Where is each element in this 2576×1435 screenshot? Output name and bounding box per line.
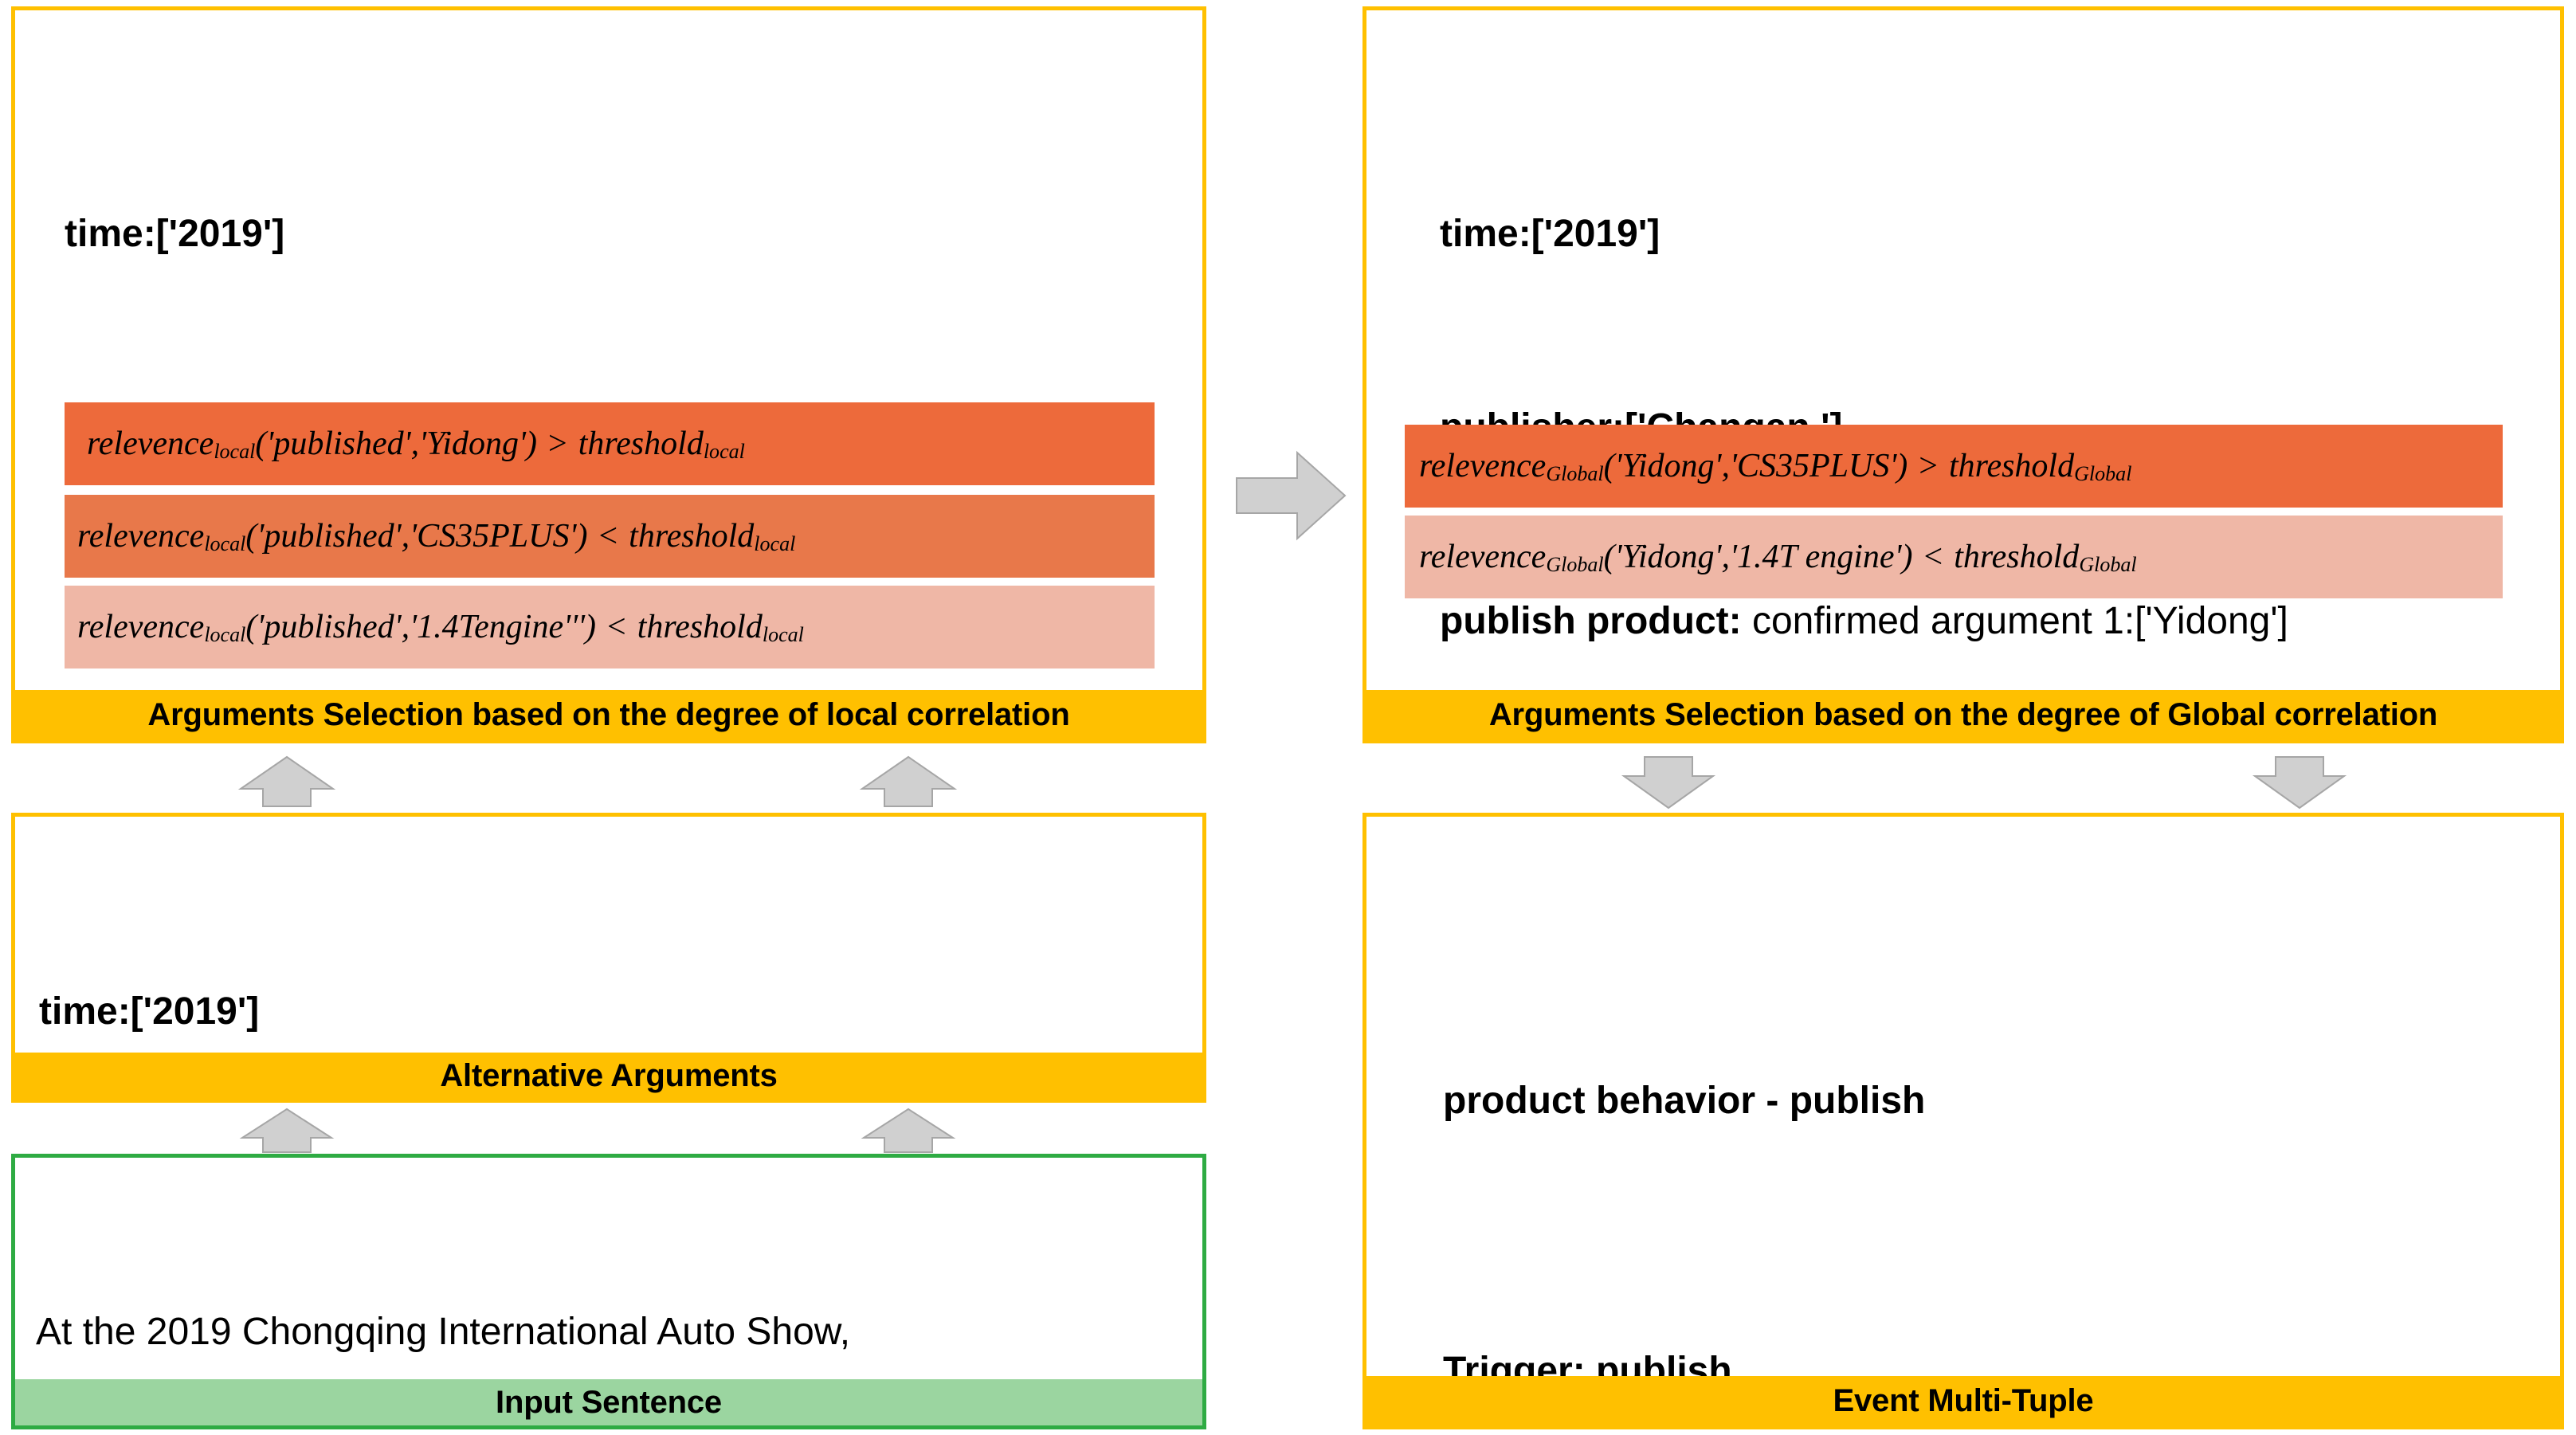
local-formula-1-op: > <box>548 425 567 462</box>
global-formula-2-args: ('Yidong','1.4T engine') <box>1603 539 1913 575</box>
input-sentence-panel: At the 2019 Chongqing International Auto… <box>11 1154 1206 1429</box>
global-formula-1-fn: relevence <box>1419 448 1547 484</box>
alternative-arguments-panel: time:['2019'] publisher:['"Changan '] pu… <box>11 813 1206 1103</box>
global-formula-2-fn: relevence <box>1419 539 1547 575</box>
input-sentence-line-1: At the 2019 Chongqing International Auto… <box>36 1311 851 1353</box>
arrow-alt-to-local-left <box>237 755 336 808</box>
input-panel-text: At the 2019 Chongqing International Auto… <box>36 1177 947 1379</box>
event-line-1: product behavior - publish <box>1443 1056 2312 1146</box>
up-arrow-icon <box>237 755 336 807</box>
event-panel-caption: Event Multi-Tuple <box>1366 1376 2560 1425</box>
arrow-alt-to-local-right <box>859 755 958 808</box>
global-line-3-rest: confirmed argument 1:['Yidong'] <box>1741 600 2288 642</box>
local-text-line-1: time:['2019'] <box>65 202 913 266</box>
global-formula-2-op: < <box>1923 539 1943 575</box>
local-formula-1-fn: relevence <box>87 425 214 462</box>
local-line-1-bold: time:['2019'] <box>65 213 285 255</box>
alt-text-line-1: time:['2019'] <box>39 990 260 1033</box>
local-formula-2-rhs-sub: local <box>754 531 796 555</box>
local-formula-3-rhs: threshold <box>637 609 763 645</box>
local-panel-body: time:['2019'] publisher:['Changan '] pub… <box>15 10 1202 690</box>
alternative-panel-text: time:['2019'] publisher:['"Changan '] pu… <box>39 850 999 1053</box>
down-arrow-icon <box>2252 756 2347 810</box>
local-formula-3-fn: relevence <box>77 609 205 645</box>
global-panel-caption: Arguments Selection based on the degree … <box>1366 690 2560 739</box>
input-panel-body: At the 2019 Chongqing International Auto… <box>15 1158 1202 1379</box>
local-formula-1-args: ('published','Yidong') <box>255 425 538 462</box>
up-arrow-icon <box>859 755 958 807</box>
global-formula-1-args: ('Yidong','CS35PLUS') <box>1603 448 1908 484</box>
global-formula-1-fn-sub: Global <box>1546 461 1604 485</box>
arrow-input-to-alt-right <box>859 1108 958 1154</box>
down-arrow-icon <box>1621 756 1716 810</box>
local-formula-2-op: < <box>598 518 618 555</box>
global-panel-body: time:['2019'] publisher:['Changan '] pub… <box>1366 10 2560 690</box>
local-formula-3-op: < <box>607 609 626 645</box>
global-formula-1-rhs: threshold <box>1948 448 2075 484</box>
global-formula-2-rhs: threshold <box>1954 539 2080 575</box>
event-line-2-text: Trigger: publish <box>1443 1350 1732 1376</box>
global-formula-1-op: > <box>1919 448 1938 484</box>
arrow-local-to-global <box>1235 448 1347 543</box>
local-formula-2-fn: relevence <box>77 518 205 555</box>
global-text-line-1: time:['2019'] <box>1440 202 2288 266</box>
local-formula-3-fn-sub: local <box>204 622 246 646</box>
local-formula-2-fn-sub: local <box>204 531 246 555</box>
event-panel-text: product behavior - publish Trigger: publ… <box>1443 876 2312 1376</box>
right-arrow-icon <box>1236 450 1347 541</box>
event-line-1-text: product behavior - publish <box>1443 1080 1926 1122</box>
event-multi-tuple-panel: product behavior - publish Trigger: publ… <box>1362 813 2564 1429</box>
arrow-global-to-event-left <box>1619 755 1718 810</box>
up-arrow-icon <box>861 1108 956 1153</box>
global-formula-2-rhs-sub: Global <box>2079 552 2137 576</box>
arrow-input-to-alt-left <box>237 1108 336 1158</box>
local-formula-2-args: ('published','CS35PLUS') <box>245 518 588 555</box>
local-formula-1-rhs: threshold <box>578 425 704 462</box>
local-formula-3-rhs-sub: local <box>762 622 804 646</box>
arrow-global-to-event-right <box>2250 755 2349 810</box>
global-text-line-3: publish product: confirmed argument 1:['… <box>1440 589 2288 653</box>
event-panel-body: product behavior - publish Trigger: publ… <box>1366 817 2560 1376</box>
global-formula-2-fn-sub: Global <box>1546 552 1604 576</box>
global-line-1-bold: time:['2019'] <box>1440 213 1660 255</box>
event-line-2: Trigger: publish <box>1443 1326 2312 1376</box>
alternative-panel-caption: Alternative Arguments <box>15 1053 1202 1099</box>
global-formula-1-rhs-sub: Global <box>2074 461 2132 485</box>
up-arrow-icon <box>239 1108 335 1153</box>
global-line-3-bold: publish product: <box>1440 600 1742 642</box>
local-formula-2-rhs: threshold <box>629 518 755 555</box>
input-panel-caption: Input Sentence <box>15 1379 1202 1425</box>
alternative-panel-body: time:['2019'] publisher:['"Changan '] pu… <box>15 817 1202 1053</box>
local-formula-3-args: ('published','1.4Tengine''') <box>245 609 597 645</box>
local-formula-1-rhs-sub: local <box>703 439 745 463</box>
local-panel-caption: Arguments Selection based on the degree … <box>15 690 1202 739</box>
local-formula-1-fn-sub: local <box>214 439 256 463</box>
local-correlation-panel: time:['2019'] publisher:['Changan '] pub… <box>11 6 1206 743</box>
global-correlation-panel: time:['2019'] publisher:['Changan '] pub… <box>1362 6 2564 743</box>
